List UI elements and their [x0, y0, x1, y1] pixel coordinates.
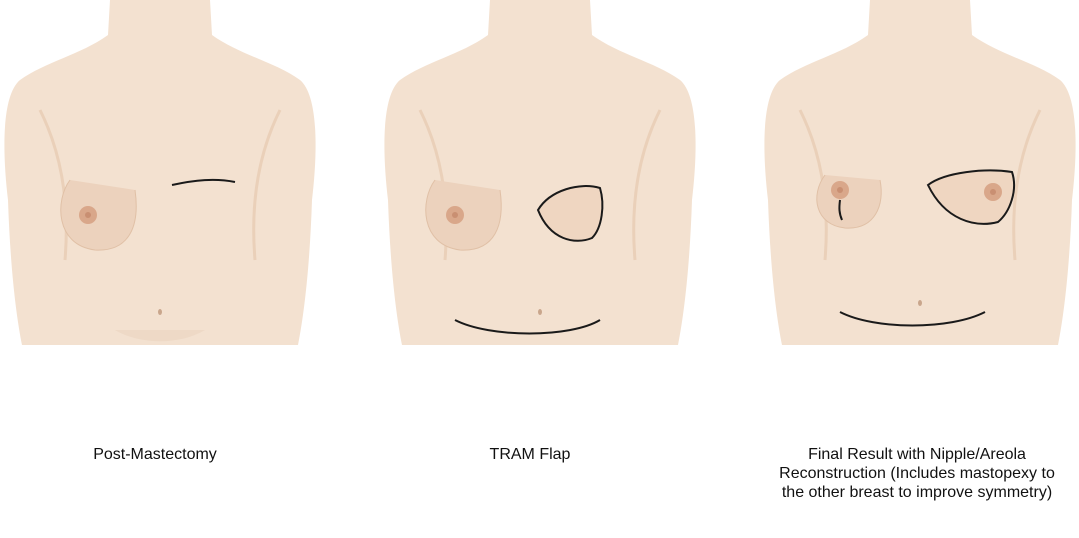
torso-figure	[384, 0, 695, 345]
natural-breast	[426, 180, 501, 250]
torso-figure	[4, 0, 315, 345]
caption-post-mastectomy: Post-Mastectomy	[5, 445, 305, 464]
panel-final-result	[760, 0, 1079, 400]
caption-final-result: Final Result with Nipple/Areola Reconstr…	[772, 445, 1062, 502]
panel-tram-flap	[380, 0, 700, 400]
torso-final-result-illustration	[760, 0, 1079, 400]
torso-tram-flap-illustration	[380, 0, 700, 400]
natural-breast	[61, 180, 136, 250]
panel-post-mastectomy	[0, 0, 320, 400]
torso-post-mastectomy-illustration	[0, 0, 320, 400]
caption-tram-flap: TRAM Flap	[380, 445, 680, 464]
torso-figure	[764, 0, 1075, 345]
